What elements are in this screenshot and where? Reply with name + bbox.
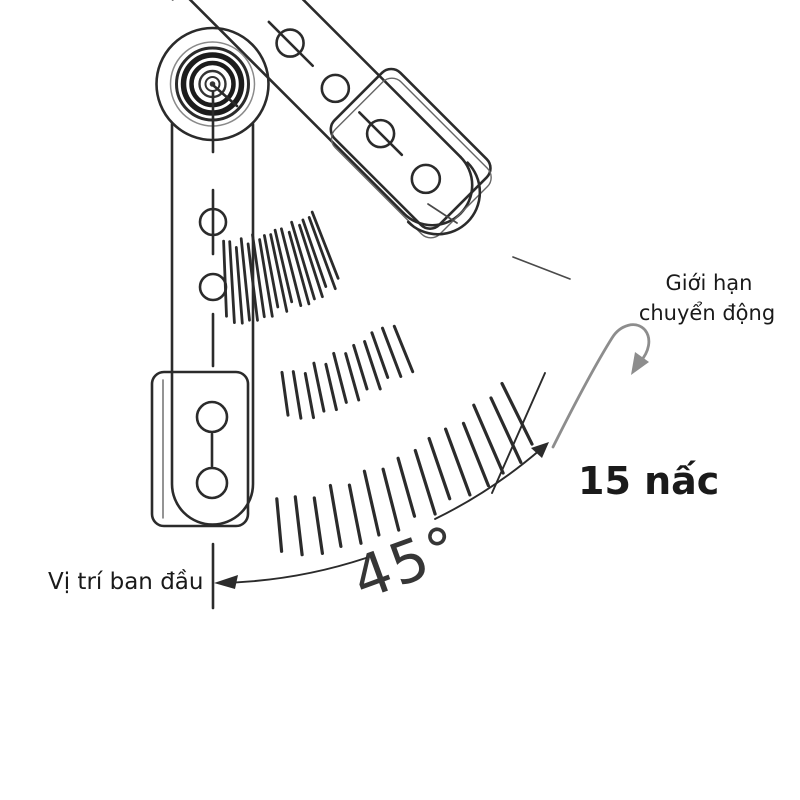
ratchet-tick: [472, 403, 505, 475]
ratchet-tick: [290, 220, 316, 301]
ratchet-tick: [381, 467, 401, 532]
ratchet-tick: [275, 497, 284, 553]
bracket-outline-double: [330, 77, 492, 239]
ratchet-tick: [392, 324, 415, 374]
bracket-outline: [329, 67, 492, 230]
label-initial-position: Vị trí ban đầu: [48, 569, 203, 595]
hub-center-marks: [211, 84, 239, 154]
arm-hole: [198, 272, 228, 302]
ratchet-tick: [287, 230, 311, 306]
ratchet-tick: [298, 223, 324, 299]
ratchet-tick: [347, 483, 363, 545]
ratchet-tick: [363, 340, 382, 391]
motion-limit-arrow-icon: [551, 323, 651, 449]
ratchet-tick: [461, 421, 490, 488]
arm-upper-edge: [259, 0, 462, 159]
ratchet-tick: [324, 362, 338, 412]
ratchet-center-mark: [171, 0, 249, 4]
ratchet-tick: [239, 237, 251, 322]
ratchet-tick: [413, 448, 437, 516]
ratchet-tick: [246, 242, 259, 322]
ratchet-tick: [303, 372, 315, 420]
ratchet-tick: [251, 233, 266, 319]
ratchet-tick: [279, 227, 303, 308]
label-motion-limit-line1: Giới hạn: [666, 271, 753, 295]
ratchet-tick: [489, 396, 523, 464]
bracket-hole: [195, 400, 229, 434]
label-steps: 15 nấc: [578, 459, 719, 503]
ratchet-tick: [312, 361, 326, 413]
arm-hole: [410, 163, 442, 195]
ratchet-tick: [280, 370, 290, 417]
ratchet-tick: [362, 469, 381, 537]
ratchet-tick: [332, 351, 348, 404]
angle-dimension-arc-right: [434, 448, 542, 520]
ratchet-tick: [269, 233, 289, 313]
pivot-hub: [155, 26, 270, 154]
angle-dimension-arc-left: [218, 557, 367, 584]
ratchet-tick: [310, 210, 340, 280]
ratchet-tick: [228, 240, 236, 325]
ratchet-tick: [427, 436, 452, 501]
right-mounting-bracket: [329, 67, 492, 239]
ratchet-tick: [381, 326, 403, 378]
ratchet-tick: [234, 245, 244, 325]
ratchet-tick: [328, 483, 343, 549]
ratchet-tick: [352, 343, 369, 391]
ratchet-tick: [262, 234, 280, 309]
ratchet-tick-fans: [222, 210, 534, 557]
ratchet-tick: [307, 216, 337, 291]
label-angle: 45°: [344, 512, 470, 613]
ratchet-tick: [222, 239, 228, 318]
ratchet-tick: [444, 427, 472, 497]
ratchet-tick: [291, 370, 303, 420]
ratchet-tick: [258, 238, 274, 318]
arm-hole-center-lines: [267, 20, 404, 157]
top-ratchet-bracket: [171, 0, 249, 4]
arm-hole: [320, 73, 351, 104]
ratchet-tick: [293, 495, 304, 557]
bracket-hole: [195, 466, 229, 500]
ratchet-tick: [500, 381, 534, 446]
ratchet-tick: [301, 218, 328, 288]
bracket-outline: [150, 370, 250, 528]
left-mounting-bracket: [150, 370, 250, 528]
label-motion-limit-line2: chuyển động: [639, 301, 775, 325]
ratchet-tick: [370, 331, 390, 379]
hook-arrow-shaft: [551, 323, 651, 449]
motion-ghost-strokes: [427, 203, 571, 280]
ratchet-tick: [396, 456, 417, 518]
ratchet-tick: [312, 496, 324, 556]
dimension-arrow-left-icon: [214, 575, 238, 589]
hook-arrowhead: [631, 352, 649, 375]
dimension-extension-line: [491, 372, 546, 494]
ratchet-tick: [273, 228, 294, 304]
bracket-inner-fold: [406, 161, 482, 236]
dimension-arrow-right-icon: [531, 442, 549, 458]
ratchet-tick: [344, 352, 361, 402]
